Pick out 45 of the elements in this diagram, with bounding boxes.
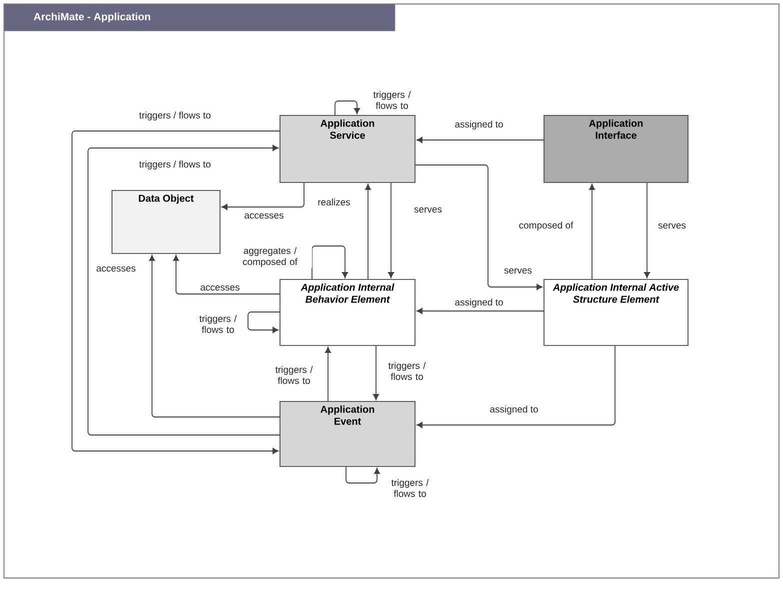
arrow	[221, 182, 304, 210]
edge-label: assigned to	[455, 120, 503, 130]
arrow	[415, 164, 543, 290]
edge-label: accesses	[96, 266, 136, 272]
element-box: Application Internal Active Structure Element	[544, 279, 688, 346]
arrow	[588, 184, 596, 280]
arrow	[388, 182, 394, 278]
edge-label: triggers / flows to	[139, 112, 210, 120]
arrow	[88, 144, 280, 436]
arrow	[346, 466, 380, 484]
arrow	[334, 100, 360, 116]
arrow	[364, 184, 372, 280]
edge-label: accesses	[244, 213, 284, 219]
arrow	[416, 345, 616, 428]
arrow	[148, 254, 280, 418]
arrow	[416, 308, 544, 314]
edge-label: serves	[504, 268, 532, 274]
edge-label: triggers / flows to	[388, 362, 426, 380]
element-box: Application Service	[280, 115, 416, 183]
arrow	[248, 312, 280, 334]
arrow	[416, 136, 544, 144]
edge-label: triggers / flows to	[139, 160, 210, 170]
edge-label: assigned to	[490, 406, 538, 414]
edge-label: serves	[414, 207, 442, 213]
edge-label: realizes	[318, 198, 350, 206]
element-box: Data Object	[112, 190, 220, 254]
edge-label: aggregates / composed of	[242, 247, 298, 267]
edge-label: triggers / flows to	[373, 91, 411, 109]
title-bar: ArchiMate - Application	[4, 4, 396, 32]
arrow	[372, 345, 380, 400]
edge-label: assigned to	[455, 298, 503, 308]
element-box: Application Event	[280, 401, 416, 467]
edge-label: accesses	[200, 285, 240, 291]
arrow	[644, 182, 650, 278]
edge-label: triggers / flows to	[199, 315, 237, 333]
arrow	[172, 254, 280, 294]
edge-label: composed of	[519, 222, 574, 230]
element-box: Application Interface	[544, 115, 688, 183]
edge-label: triggers / flows to	[275, 366, 313, 384]
element-box: Application Internal Behavior Element	[280, 279, 416, 346]
arrow	[324, 346, 332, 402]
edge-label: serves	[658, 223, 686, 229]
arrow	[312, 246, 348, 280]
arrow	[72, 130, 280, 454]
edge-label: triggers / flows to	[391, 479, 429, 497]
